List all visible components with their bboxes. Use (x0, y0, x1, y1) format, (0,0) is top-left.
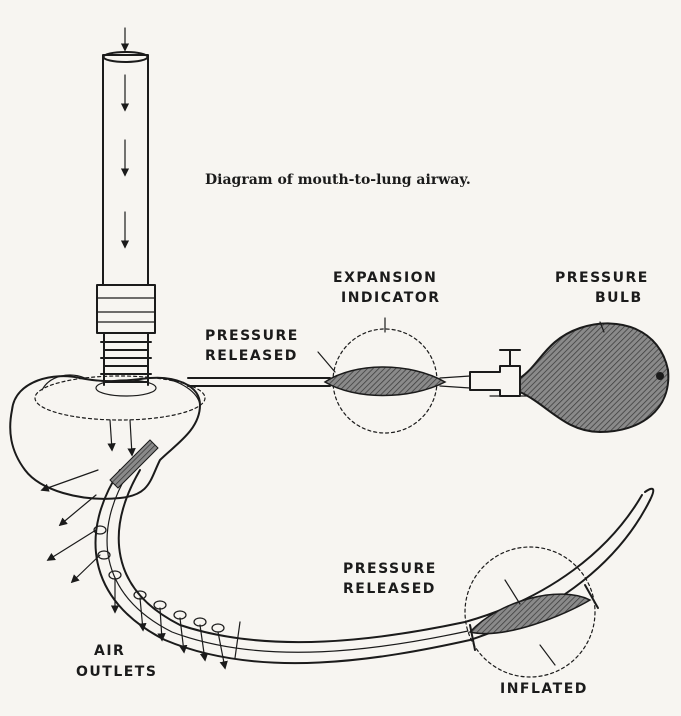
tube-connector (97, 285, 155, 333)
mouth-tube (103, 28, 148, 285)
expansion-indicator (325, 318, 445, 433)
threaded-section (101, 333, 151, 385)
label-pressure-released-bottom-line1: PRESSURE (343, 561, 437, 577)
label-pressure-released-top-line2: RELEASED (205, 348, 298, 364)
label-air-outlets-line2: OUTLETS (76, 664, 157, 680)
curved-airway (94, 440, 653, 663)
diagram-title: Diagram of mouth-to-lung airway. (205, 172, 471, 188)
label-pressure-released-bottom-line2: RELEASED (343, 581, 436, 597)
label-bulb-line2: BULB (595, 290, 643, 306)
mouth-flange (10, 375, 205, 499)
label-expansion-line2: INDICATOR (341, 290, 441, 306)
pressure-bulb (520, 322, 668, 432)
label-expansion-line1: EXPANSION (333, 270, 437, 286)
label-bulb-line1: PRESSURE (555, 270, 649, 286)
label-pressure-released-top-line1: PRESSURE (205, 328, 299, 344)
label-air-outlets-line1: AIR (94, 643, 125, 659)
label-inflated: INFLATED (500, 681, 588, 697)
